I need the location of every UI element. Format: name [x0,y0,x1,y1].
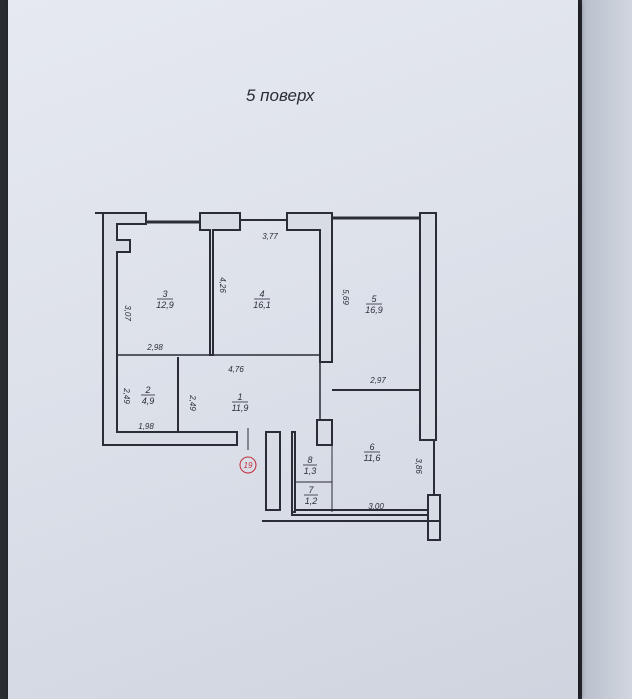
dim-room2-width: 1,98 [138,422,154,431]
room-2-area: 4,9 [142,396,155,406]
dim-room5-height: 5,69 [341,289,350,305]
wall-block-b [286,212,333,363]
adjacent-page [582,0,632,699]
dim-room5-width: 2,97 [369,376,386,385]
dim-room3-height: 3,07 [123,305,132,321]
wall-corridor [291,431,296,513]
room-8-number: 8 [307,455,312,465]
dim-room2-height: 2,49 [122,387,131,404]
room-8-area: 1,3 [304,466,317,476]
room-7-number: 7 [308,485,314,495]
room-3-number: 3 [162,289,167,299]
room-4-number: 4 [259,289,264,299]
room-5-number: 5 [371,294,377,304]
room-6-area: 11,6 [364,453,381,463]
room-3-area: 12,9 [156,300,174,310]
apartment-number: 19 [244,461,253,470]
room-7-area: 1,2 [305,496,318,506]
dim-room3-width: 2,98 [146,343,163,352]
room-1-area: 11,9 [232,403,249,413]
room-1-number: 1 [237,392,242,402]
dim-room6-height: 3,86 [414,458,423,474]
dim-room1-height: 2,49 [188,394,197,411]
room-6-number: 6 [369,442,374,452]
room-2-number: 2 [144,385,150,395]
wall-corner [316,419,333,446]
dim-room1-width: 4,76 [228,365,244,374]
dim-room4-height: 4,26 [218,277,227,293]
apartment-number-marker [239,456,257,474]
floor-title: 5 поверх [246,86,315,105]
room-5-area: 16,9 [365,305,383,315]
wall-entrance [265,431,281,511]
room-4-area: 16,1 [253,300,271,310]
wall-bottom [291,509,429,516]
dim-room4-width: 3,77 [262,232,278,241]
dim-room6-width: 3,00 [368,502,384,511]
wall-right-bottom [427,494,441,541]
wall-right [419,212,437,441]
wall-left [102,212,238,446]
